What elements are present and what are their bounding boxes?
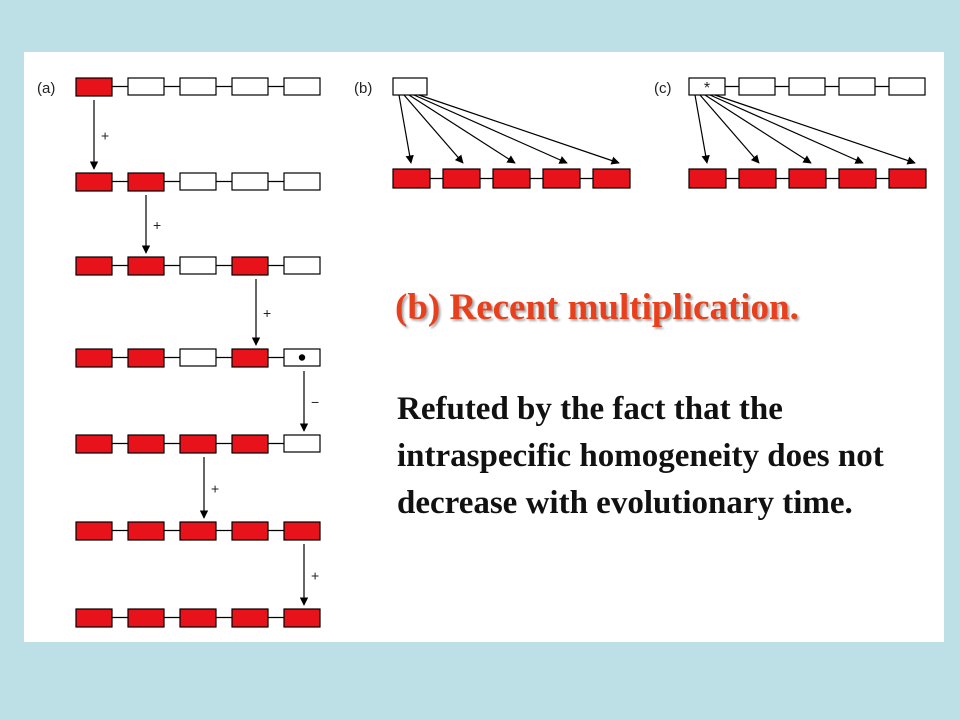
slide-body-text: Refuted by the fact that the intraspecif… [397, 391, 884, 521]
gene-copy-empty [838, 77, 876, 96]
gene-copy-empty [231, 172, 269, 191]
panel-c-label: (c) [654, 80, 672, 97]
gene-copy-empty [179, 348, 217, 367]
source-mark: * [704, 80, 710, 97]
gene-copy-empty [888, 77, 926, 96]
gene-copy-empty [738, 77, 776, 96]
fan-arrow [704, 94, 812, 164]
gene-copy-filled [127, 256, 165, 276]
operation-sign: + [311, 568, 319, 584]
gene-copy-filled [179, 521, 217, 541]
gene-copy-filled [179, 434, 217, 454]
operation-sign: − [311, 394, 319, 410]
gene-copy-filled [392, 168, 431, 189]
gene-copy-filled [127, 434, 165, 454]
gene-copy-filled [592, 168, 631, 189]
gene-copy-filled [75, 434, 113, 454]
gene-copy-filled [179, 608, 217, 628]
source-gene [392, 77, 428, 96]
fan-arrow [699, 94, 760, 164]
panel-b-label: (b) [354, 80, 372, 97]
gene-copy-empty [788, 77, 826, 96]
panel-a: (a) + + + − + + [37, 77, 321, 628]
gene-copy-empty [283, 77, 321, 96]
panel-a-label: (a) [37, 80, 55, 97]
dot-mark [298, 354, 306, 361]
fan-arrow [418, 94, 620, 165]
fan-arrow [709, 94, 864, 164]
gene-copy-filled [688, 168, 727, 189]
gene-copy-filled [283, 521, 321, 541]
fan-arrow [714, 94, 916, 165]
operation-sign: + [153, 217, 161, 233]
gene-copy-filled [888, 168, 927, 189]
gene-copy-filled [283, 608, 321, 628]
gene-copy-empty [283, 434, 321, 453]
gene-copy-filled [231, 256, 269, 276]
fan-arrow [398, 94, 414, 164]
fan-arrow [413, 94, 568, 164]
slide-title: (b) Recent multiplication. [395, 287, 799, 328]
source-gene [688, 77, 726, 96]
panel-b: (b) [354, 77, 631, 189]
gene-copy-filled [231, 608, 269, 628]
gene-copy-filled [75, 256, 113, 276]
operation-sign: + [211, 481, 219, 497]
fan-arrow [694, 94, 710, 164]
gene-copy-filled [492, 168, 531, 189]
gene-copy-filled [231, 521, 269, 541]
gene-copy-filled [738, 168, 777, 189]
gene-copy-filled [442, 168, 481, 189]
gene-copy-filled [231, 348, 269, 368]
gene-copy-empty [283, 172, 321, 191]
gene-copy-filled [75, 348, 113, 368]
operation-sign: + [101, 128, 109, 144]
gene-copy-filled [75, 521, 113, 541]
gene-copy-filled [127, 521, 165, 541]
gene-copy-filled [127, 348, 165, 368]
panel-c: (c) * [654, 77, 927, 189]
gene-copy-empty [179, 77, 217, 96]
gene-copy-filled [127, 608, 165, 628]
gene-copy-filled [231, 434, 269, 454]
gene-copy-filled [75, 608, 113, 628]
gene-copy-empty [179, 256, 217, 275]
gene-copy-empty [231, 77, 269, 96]
gene-copy-filled [838, 168, 877, 189]
gene-copy-filled [542, 168, 581, 189]
gene-copy-filled [75, 77, 113, 97]
gene-copy-empty [179, 172, 217, 191]
operation-sign: + [263, 305, 271, 321]
gene-family-diagram: (a) + + + − + + (b) (c) * [37, 77, 927, 628]
fan-arrow [408, 94, 516, 164]
gene-copy-empty [283, 256, 321, 275]
gene-copy-filled [127, 172, 165, 192]
gene-copy-filled [788, 168, 827, 189]
fan-arrow [403, 94, 464, 164]
gene-copy-empty [127, 77, 165, 96]
gene-copy-filled [75, 172, 113, 192]
